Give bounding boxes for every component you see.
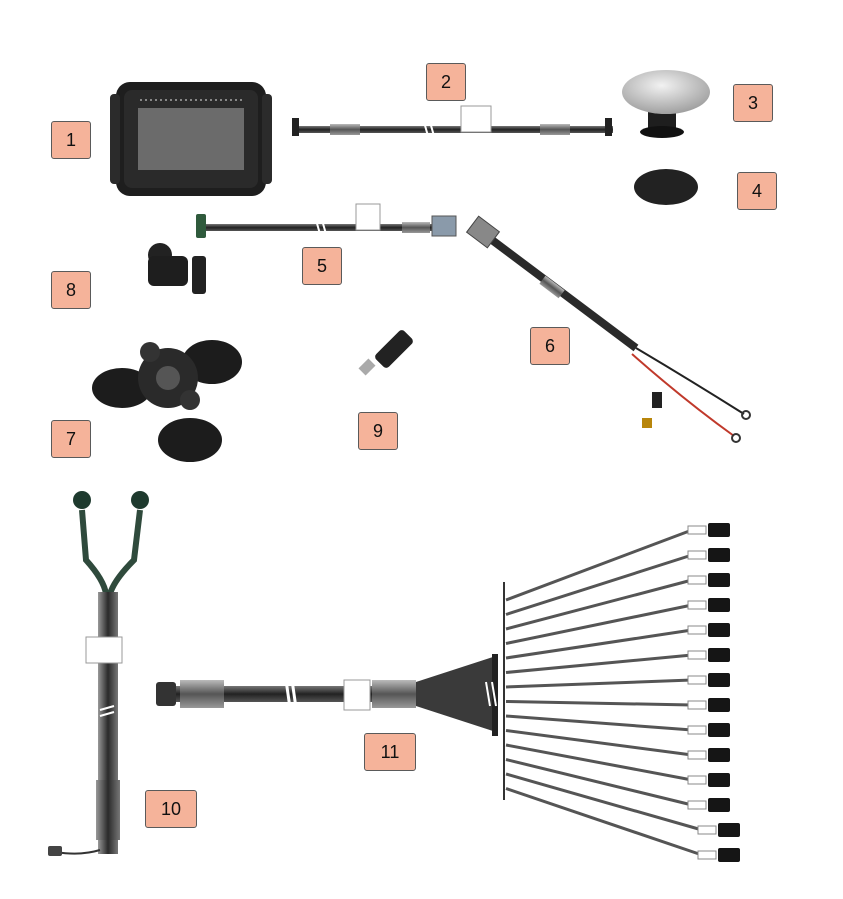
wire-connector-icon	[708, 523, 730, 537]
wire-connector-icon	[708, 648, 730, 662]
gps-antenna-icon	[622, 70, 710, 138]
wire-sleeve	[687, 725, 707, 735]
label-6: 6	[530, 327, 570, 365]
label-8: 8	[51, 271, 91, 309]
fan-wire	[505, 700, 693, 707]
fan-out-wires	[505, 523, 740, 862]
suction-cup-mount-icon	[92, 340, 242, 462]
label-3: 3	[733, 84, 773, 122]
wire-sleeve	[687, 550, 707, 560]
wire-sleeve	[687, 800, 707, 810]
wire-connector-icon	[708, 773, 730, 787]
wire-connector-icon	[718, 848, 740, 862]
battery-cable-icon	[465, 215, 751, 443]
wire-sleeve	[697, 825, 717, 835]
wire-connector-icon	[708, 673, 730, 687]
fan-wire	[505, 553, 693, 616]
label-1: 1	[51, 121, 91, 159]
wire-sleeve	[687, 675, 707, 685]
wire-sleeve	[697, 850, 717, 860]
wire-connector-icon	[708, 573, 730, 587]
clamp-arm-icon	[148, 243, 206, 294]
fan-wire	[505, 628, 693, 660]
wire-sleeve	[687, 775, 707, 785]
fan-wire	[505, 787, 703, 857]
fan-wire	[505, 743, 693, 782]
wire-connector-icon	[708, 623, 730, 637]
fan-wire	[505, 772, 703, 832]
fan-wire	[505, 528, 693, 602]
label-10: 10	[145, 790, 197, 828]
fan-wire	[505, 758, 693, 807]
wire-connector-icon	[708, 723, 730, 737]
label-7: 7	[51, 420, 91, 458]
wire-connector-icon	[708, 698, 730, 712]
label-5: 5	[302, 247, 342, 285]
wire-connector-icon	[708, 798, 730, 812]
power-cable-icon	[196, 203, 457, 238]
magnetic-pad-icon	[634, 169, 698, 205]
label-9: 9	[358, 412, 398, 450]
wire-connector-icon	[708, 748, 730, 762]
display-terminal-icon	[110, 82, 272, 196]
wire-sleeve	[687, 650, 707, 660]
wire-sleeve	[687, 575, 707, 585]
wire-sleeve	[687, 525, 707, 535]
label-2: 2	[426, 63, 466, 101]
wire-connector-icon	[708, 548, 730, 562]
y-harness-icon	[48, 491, 149, 856]
wire-connector-icon	[708, 598, 730, 612]
fan-wire	[505, 678, 693, 689]
fan-wire	[505, 653, 693, 674]
antenna-cable-icon	[292, 105, 613, 137]
wire-sleeve	[687, 625, 707, 635]
usb-drive-icon	[358, 330, 413, 376]
wire-sleeve	[687, 600, 707, 610]
fan-wire	[505, 603, 693, 645]
fan-wire	[505, 578, 693, 631]
label-11: 11	[364, 733, 416, 771]
wire-connector-icon	[718, 823, 740, 837]
fan-wire	[505, 714, 693, 732]
wire-sleeve	[687, 750, 707, 760]
section-harness-icon	[156, 523, 740, 862]
wire-sleeve	[687, 700, 707, 710]
label-4: 4	[737, 172, 777, 210]
fan-wire	[505, 729, 693, 757]
